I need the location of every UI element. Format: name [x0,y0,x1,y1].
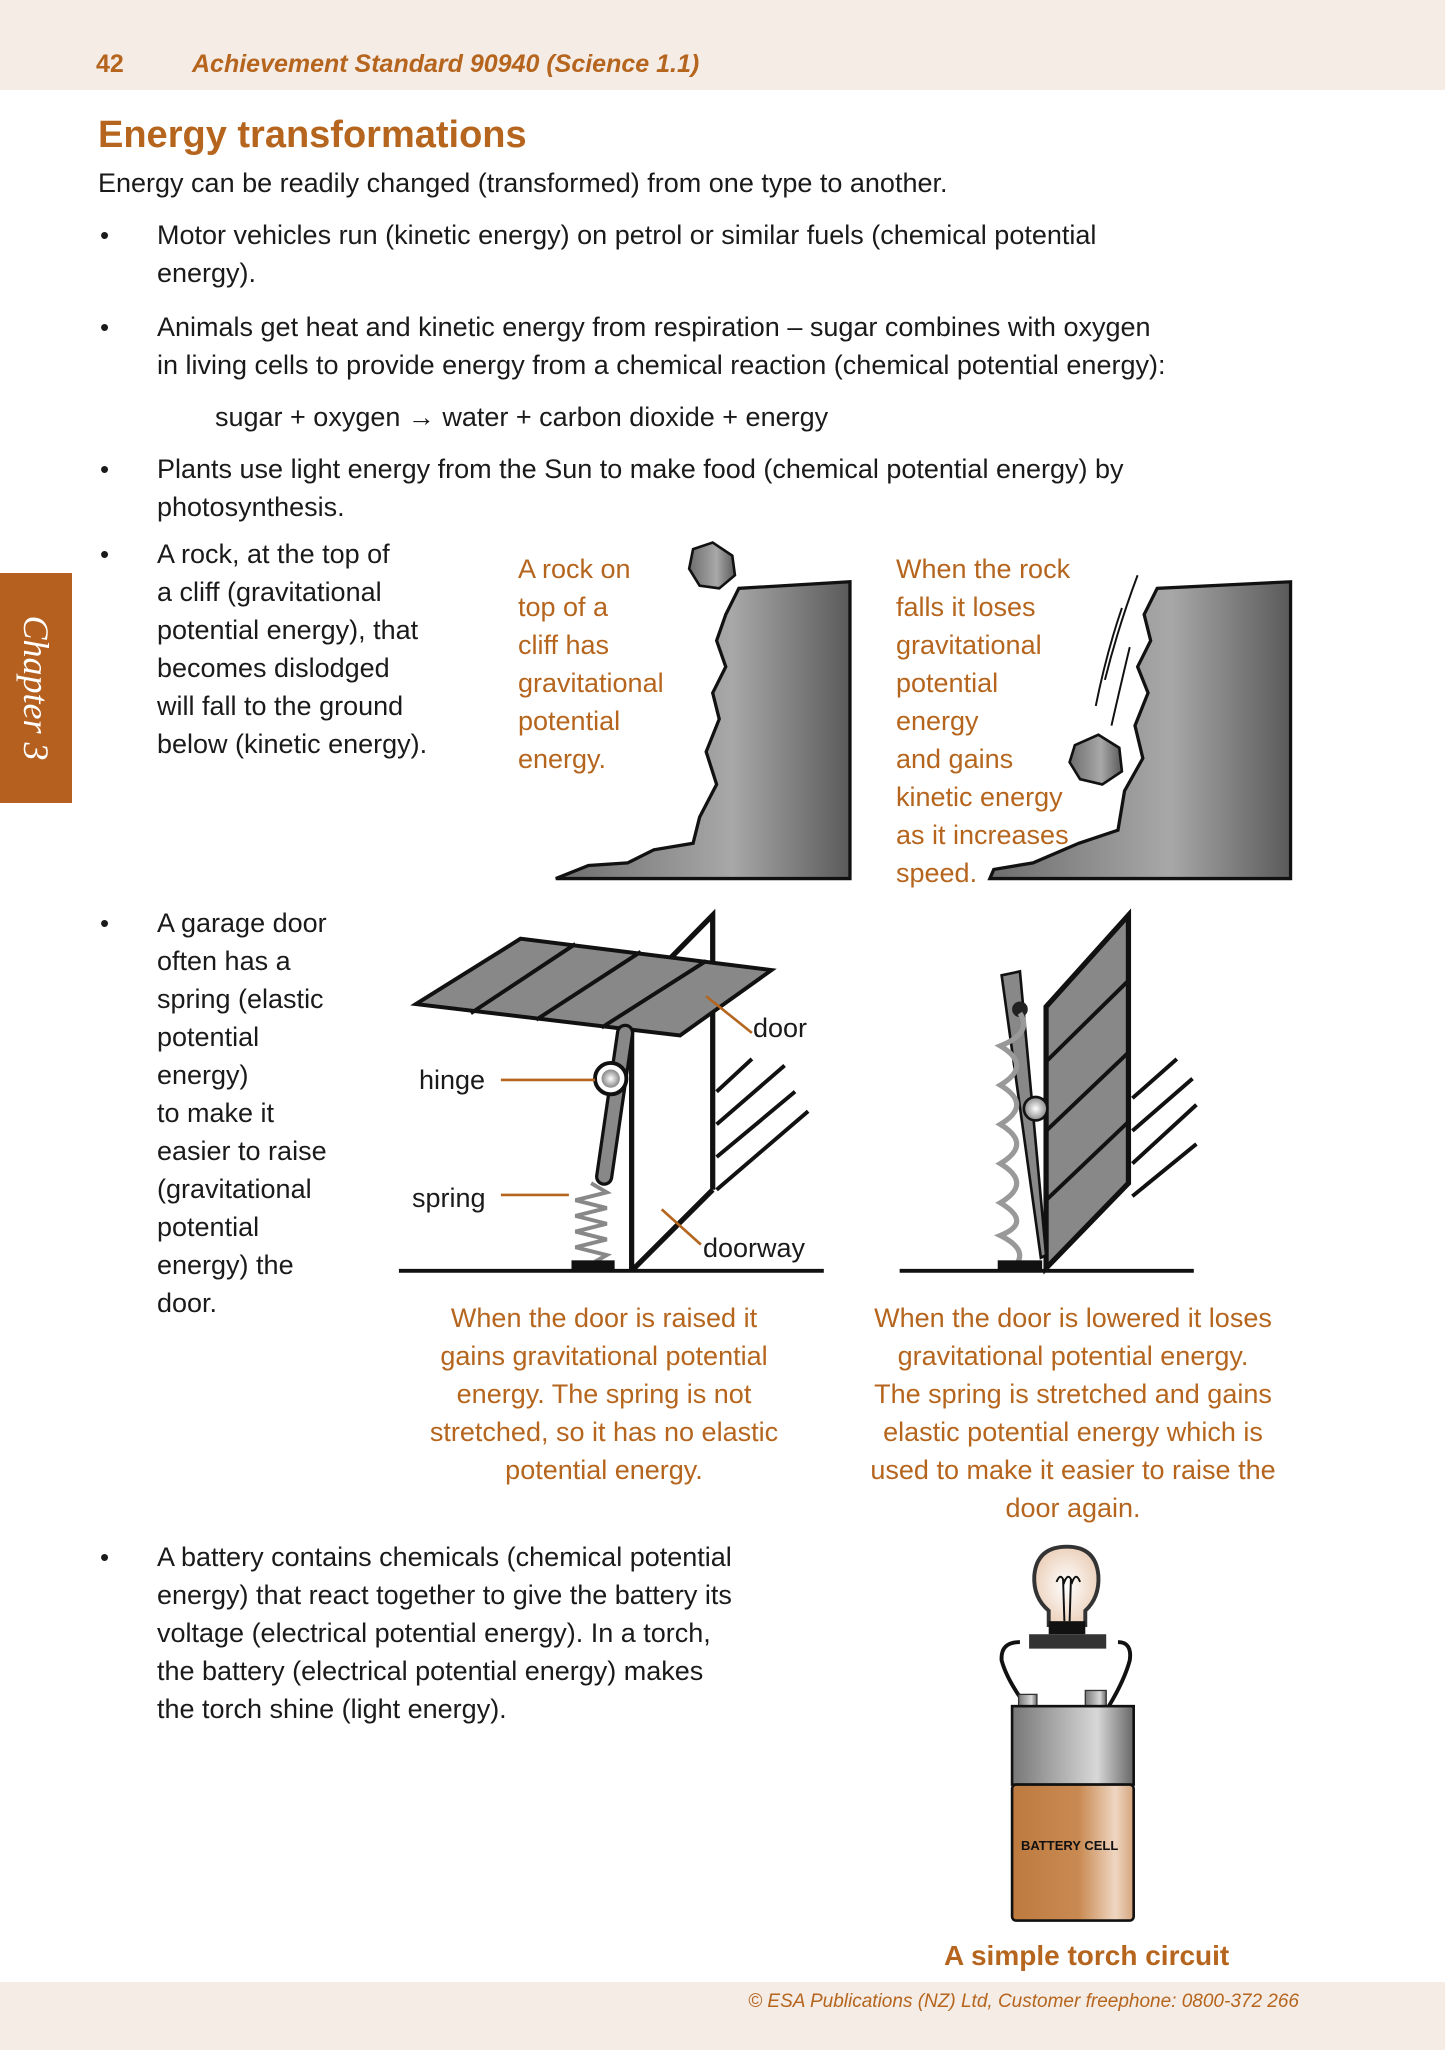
text-line: will fall to the ground [157,691,404,721]
rock-icon [1068,733,1124,786]
text-line: A rock, at the top of [157,539,390,569]
bullet-dot: • [100,539,110,569]
text-line: falls it loses [896,592,1036,622]
text-line: gravitational potential energy. [897,1341,1249,1371]
text-line: potential [157,1212,260,1242]
text-line: Motor vehicles run (kinetic energy) on p… [157,220,1097,250]
text-line: gains gravitational potential [440,1341,768,1371]
label-hinge: hinge [419,1065,486,1095]
text-line: When the door is lowered it loses [874,1303,1272,1333]
text-line: often has a [157,946,291,976]
text-line: easier to raise [157,1136,327,1166]
bullet-garage: A garage door often has a spring (elasti… [157,904,327,1322]
text-line: A rock on [518,554,631,584]
bullet-dot: • [100,1542,110,1572]
text-line: door again. [1005,1493,1141,1523]
text-line: gravitational [896,630,1042,660]
text-line: Animals get heat and kinetic energy from… [157,312,1151,342]
spring-icon [574,1181,613,1264]
text-line: energy [896,706,979,736]
rock-caption-top: A rock on top of a cliff has gravitation… [518,550,664,778]
text-line: energy. The spring is not [456,1379,752,1409]
text-line: elastic potential energy which is [883,1417,1263,1447]
text-line: (gravitational [157,1174,312,1204]
text-line: photosynthesis. [157,492,345,522]
text-line: used to make it easier to raise the [870,1455,1276,1485]
label-doorway: doorway [703,1233,806,1263]
chapter-tab: Chapter 3 [0,573,72,803]
text-line: energy) that react together to give the … [157,1580,732,1610]
spring-icon [993,1011,1027,1265]
text-line: stretched, so it has no elastic [429,1417,779,1447]
header-band [0,0,1445,90]
text-line: the torch shine (light energy). [157,1694,507,1724]
text-line: below (kinetic energy). [157,729,428,759]
text-line: potential energy. [505,1455,703,1485]
text-line: A garage door [157,908,327,938]
bullet-battery: A battery contains chemicals (chemical p… [157,1538,732,1728]
text-line: as it increases [896,820,1069,850]
text-line: becomes dislodged [157,653,390,683]
intro-text: Energy can be readily changed (transform… [98,168,948,198]
page-title: Energy transformations [98,114,527,156]
battery-icon [1010,1704,1135,1786]
text-line: spring (elastic [157,984,324,1014]
text-line: to make it [157,1098,275,1128]
text-line: the battery (electrical potential energy… [157,1656,704,1686]
footer-band [0,1982,1445,2050]
label-door: door [753,1013,808,1043]
bullet-dot: • [100,312,110,342]
text-line: speed. [896,858,978,888]
text-line: a cliff (gravitational [157,577,382,607]
garage-caption-lowered: When the door is lowered it loses gravit… [843,1299,1303,1527]
text-line: cliff has [518,630,610,660]
text-line: kinetic energy [896,782,1063,812]
light-bulb-icon [1032,1544,1101,1628]
bullet-plants: Plants use light energy from the Sun to … [157,450,1124,526]
rock-icon [687,541,737,590]
chapter-tab-label: Chapter 3 [16,615,56,761]
torch-circuit-illustration [999,1544,1135,1922]
text-line: energy) [157,1060,249,1090]
rock-caption-falling: When the rock falls it loses gravitation… [896,550,1070,892]
text-line: When the rock [896,554,1071,584]
text-line: When the door is raised it [450,1303,758,1333]
text-line: gravitational [518,668,664,698]
page-number: 42 [96,50,124,78]
text-line: A battery contains chemicals (chemical p… [157,1542,732,1572]
text-line: potential [518,706,621,736]
text-line: potential [157,1022,260,1052]
bullet-rock: A rock, at the top of a cliff (gravitati… [157,535,427,763]
text-line: voltage (electrical potential energy). I… [157,1618,711,1648]
bullet-vehicles: Motor vehicles run (kinetic energy) on p… [157,216,1096,292]
text-line: energy. [518,744,607,774]
garage-caption-raised: When the door is raised it gains gravita… [384,1299,824,1489]
battery-label: BATTERY CELL [1021,1838,1119,1853]
text-line: Plants use light energy from the Sun to … [157,454,1124,484]
text-line: in living cells to provide energy from a… [157,350,1166,380]
text-line: top of a [518,592,609,622]
text-line: energy). [157,258,257,288]
text-line: The spring is stretched and gains [874,1379,1272,1409]
bullet-dot: • [100,220,110,250]
torch-circuit-caption: A simple torch circuit [944,1940,1230,1971]
text-line: potential energy), that [157,615,419,645]
running-title: Achievement Standard 90940 (Science 1.1) [192,50,700,78]
respiration-equation: sugar + oxygen → water + carbon dioxide … [215,402,829,432]
bullet-dot: • [100,908,110,938]
garage-door-lowered-illustration [899,908,1198,1275]
text-line: energy) the [157,1250,294,1280]
footer-copyright: © ESA Publications (NZ) Ltd, Customer fr… [748,1991,1299,2012]
bullet-animals: Animals get heat and kinetic energy from… [157,308,1165,384]
text-line: potential [896,668,999,698]
text-line: and gains [896,744,1014,774]
label-spring: spring [412,1183,486,1213]
bullet-dot: • [100,454,110,484]
text-line: door. [157,1288,218,1318]
hinge-icon [593,1060,629,1097]
